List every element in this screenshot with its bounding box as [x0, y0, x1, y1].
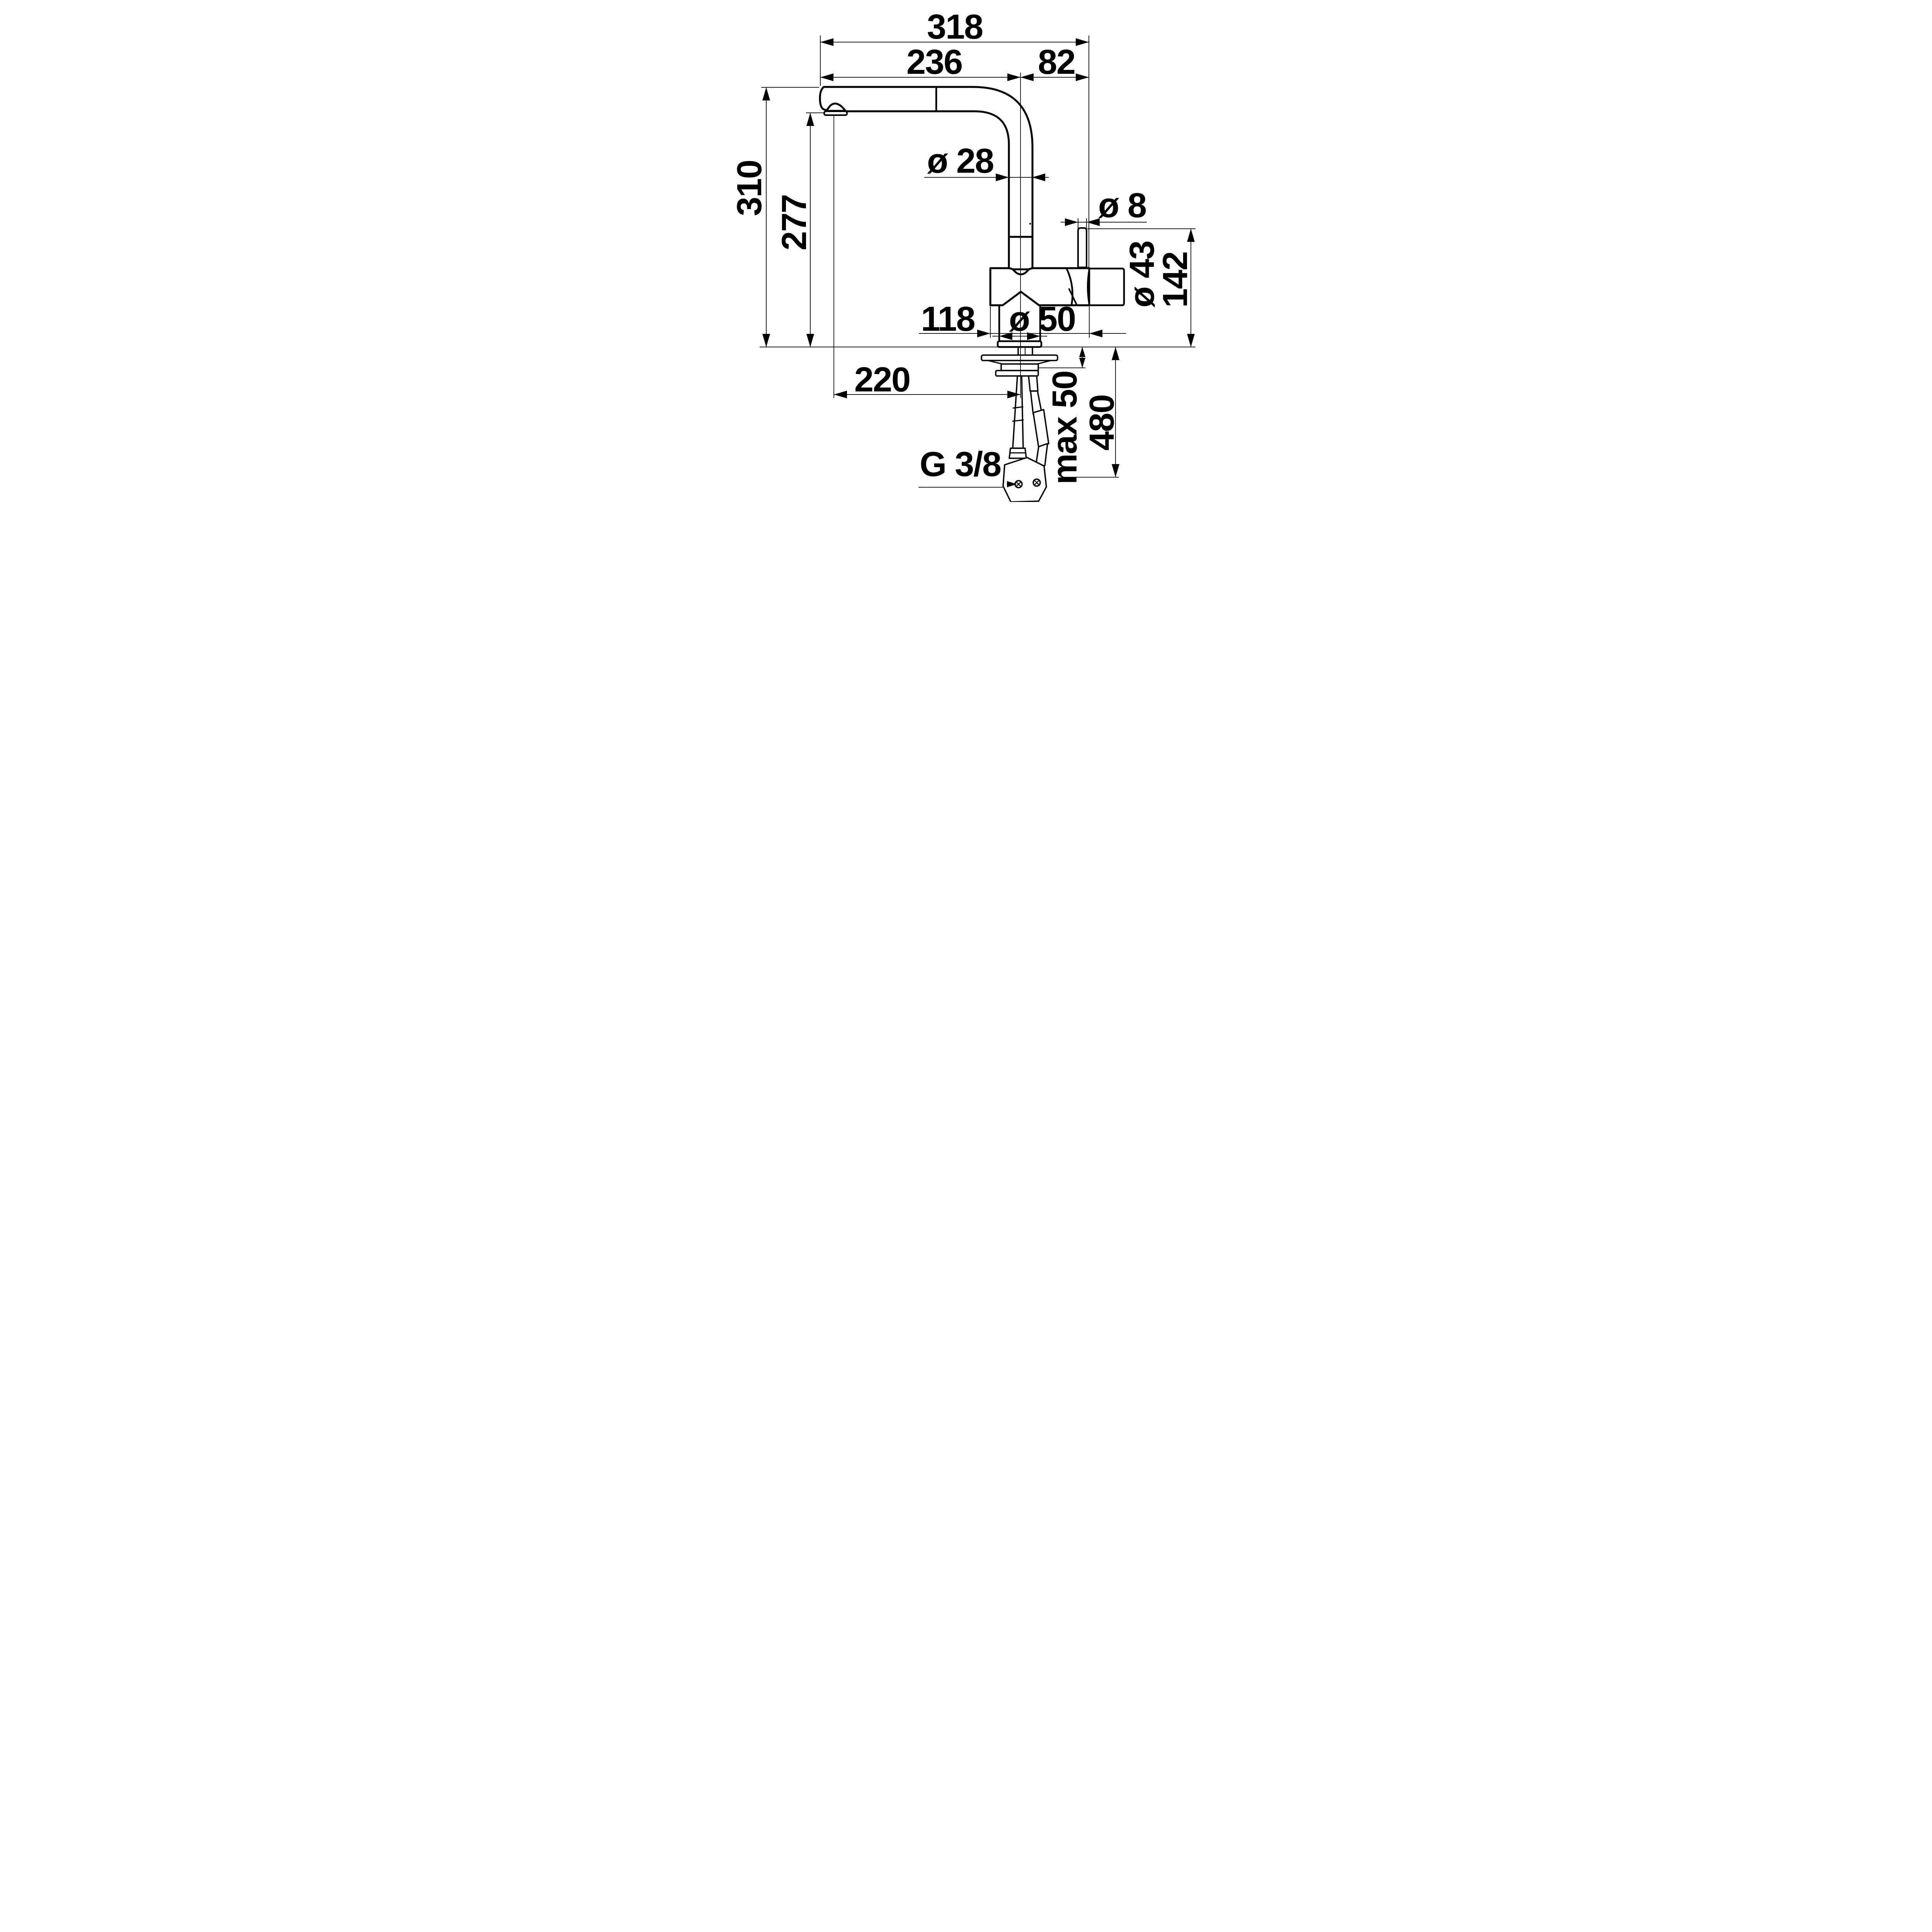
dim-label-82: 82: [1038, 43, 1075, 82]
dim-label-g38: G 3/8: [920, 445, 1001, 484]
arrow-142-bottom: [1187, 334, 1195, 347]
dim-label-8: ø 8: [1098, 186, 1146, 225]
dim-label-310: 310: [733, 160, 769, 216]
dim-label-318: 318: [927, 8, 983, 46]
mounting-flange: [997, 340, 1043, 348]
hose-right-long-nut: [1032, 409, 1049, 448]
mounting-washer: [995, 370, 1039, 377]
arrow-82-left: [1020, 73, 1034, 81]
arrow-50-left: [999, 332, 1012, 340]
arrow-8-right: [1087, 218, 1100, 226]
arrow-220-left: [834, 391, 847, 398]
arrow-318-left: [820, 38, 833, 46]
dim-label-43: ø 43: [1123, 241, 1162, 308]
hose-right-top-nut: [1028, 375, 1039, 392]
drawing-sheet: 318 236 82 310 277 ø 28 ø 8 ø 43 142 118…: [733, 0, 1199, 502]
arrow-310-top: [762, 87, 770, 100]
arrow-236-right: [1007, 73, 1020, 81]
hose-right-taper: [1035, 443, 1048, 468]
dim-label-480: 480: [1083, 395, 1121, 451]
spray-face: [823, 111, 848, 116]
arrow-480-top: [1112, 347, 1119, 360]
arrow-480-bottom: [1112, 464, 1119, 477]
handle-seam-slash: [1068, 288, 1078, 306]
bracket-wing-right: [1036, 360, 1052, 365]
mounting-locknut: [1000, 363, 1039, 371]
arrow-118-left: [977, 330, 990, 337]
dimension-arrows: [762, 38, 1195, 487]
arrow-277-top: [806, 113, 814, 126]
dim-label-118: 118: [921, 300, 975, 338]
dimension-labels: 318 236 82 310 277 ø 28 ø 8 ø 43 142 118…: [733, 8, 1195, 485]
arrow-50-right: [1027, 332, 1040, 340]
aerator-bump: [825, 102, 847, 112]
hose-left-band-1: [1012, 406, 1024, 409]
faucet-dimension-drawing: 318 236 82 310 277 ø 28 ø 8 ø 43 142 118…: [733, 8, 1196, 502]
hose-left-band-2: [1012, 419, 1024, 422]
hose-connector-hex: [1002, 457, 1047, 502]
centerlines: [833, 73, 1021, 398]
pipe-detail-dot: [1029, 223, 1031, 225]
arrow-max50-bottom: [1079, 358, 1085, 368]
dim-label-142: 142: [1156, 252, 1195, 308]
arrow-28-left: [996, 173, 1009, 181]
supply-hose-left: [1012, 375, 1024, 449]
g38-nut-cross-marks: [1015, 480, 1040, 487]
arrow-max50-top: [1079, 347, 1085, 357]
dim-label-277: 277: [775, 195, 814, 250]
arrow-277-bottom: [806, 334, 814, 347]
arrow-318-right: [1076, 38, 1089, 46]
lever-rod: [1077, 227, 1087, 268]
handle-seam-curve: [1065, 267, 1073, 306]
dim-label-50: ø 50: [1009, 300, 1075, 338]
handle-cylinder: [1088, 267, 1125, 306]
mixer-body: [989, 267, 1090, 306]
dim-label-236: 236: [906, 43, 962, 82]
under-counter-group: [981, 347, 1058, 502]
arrow-220-right: [1007, 391, 1020, 398]
arrow-236-left: [820, 73, 833, 81]
arrow-310-bottom: [762, 334, 770, 347]
arrow-118-right: [1089, 330, 1102, 337]
dim-label-max50: max 50: [1046, 371, 1084, 484]
arrow-8-left: [1065, 218, 1078, 226]
dim-label-220: 220: [854, 361, 910, 399]
arrow-142-top: [1187, 229, 1195, 242]
arrow-82-right: [1076, 73, 1089, 81]
arrow-28-right: [1032, 173, 1045, 181]
mounting-bracket-plate: [981, 354, 1058, 361]
bracket-wing-left: [987, 360, 1003, 365]
handle-cap-arc: [1087, 269, 1090, 305]
dim-label-28: ø 28: [927, 142, 993, 180]
arrow-g38-leader: [1007, 481, 1017, 487]
faucet-outline: [819, 86, 1125, 348]
